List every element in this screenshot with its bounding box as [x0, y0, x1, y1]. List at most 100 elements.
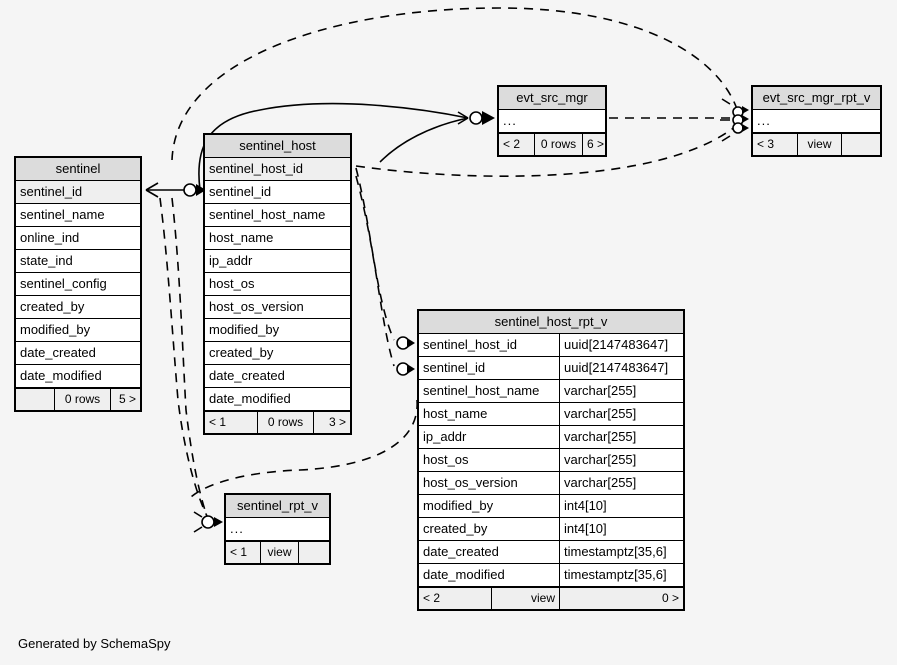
table-row[interactable]: date_created	[205, 365, 350, 388]
table-row[interactable]: date_modified	[205, 388, 350, 410]
table-row[interactable]: ...	[226, 518, 329, 540]
column-type: timestamptz[35,6]	[559, 541, 683, 563]
column-name: ip_addr	[209, 253, 253, 268]
column-name: host_name	[423, 406, 488, 421]
column-list: sentinel_id sentinel_name online_ind sta…	[16, 181, 140, 387]
column-name: date_modified	[20, 368, 102, 383]
table-footer: < 2 view 0 >	[419, 586, 683, 609]
table-row[interactable]: sentinel_host_name	[205, 204, 350, 227]
column-name: modified_by	[20, 322, 91, 337]
column-name: date_created	[20, 345, 96, 360]
column-list: ...	[226, 518, 329, 540]
table-row[interactable]: sentinel_id	[205, 181, 350, 204]
table-sentinel[interactable]: sentinel sentinel_id sentinel_name onlin…	[14, 156, 142, 412]
table-row[interactable]: host_os_version varchar[255]	[419, 472, 683, 495]
table-row[interactable]: created_by	[16, 296, 140, 319]
table-evt-src-mgr[interactable]: evt_src_mgr ... < 2 0 rows 6 >	[497, 85, 607, 157]
table-row[interactable]: date_modified	[16, 365, 140, 387]
column-type: varchar[255]	[559, 403, 683, 425]
table-row[interactable]: date_created timestamptz[35,6]	[419, 541, 683, 564]
column-list: ...	[753, 110, 880, 132]
table-row[interactable]: sentinel_host_name varchar[255]	[419, 380, 683, 403]
footer-parent-count[interactable]: < 2	[503, 137, 521, 151]
table-sentinel-host[interactable]: sentinel_host sentinel_host_id sentinel_…	[203, 133, 352, 435]
table-row[interactable]: modified_by	[205, 319, 350, 342]
column-name: sentinel_host_id	[423, 337, 517, 352]
footer-child-count[interactable]	[298, 542, 329, 563]
table-row[interactable]: modified_by	[16, 319, 140, 342]
column-name: host_os	[209, 276, 255, 291]
table-title: sentinel_rpt_v	[226, 495, 329, 518]
column-name: sentinel_name	[20, 207, 105, 222]
optional-marker-evt-src-mgr	[469, 111, 483, 125]
table-footer: 0 rows 5 >	[16, 387, 140, 410]
table-title: sentinel	[16, 158, 140, 181]
footer-parent-count[interactable]	[16, 389, 54, 410]
column-name: date_created	[209, 368, 285, 383]
column-name: host_name	[209, 230, 274, 245]
table-row[interactable]: created_by int4[10]	[419, 518, 683, 541]
crowfoot-sentinel-rpt-v	[193, 511, 203, 533]
column-name: ...	[230, 521, 244, 536]
footer-parent-count[interactable]: < 1	[209, 415, 227, 429]
table-row[interactable]: modified_by int4[10]	[419, 495, 683, 518]
table-row[interactable]: sentinel_id	[16, 181, 140, 204]
column-name: ...	[503, 113, 517, 128]
footer-view-label: view	[491, 588, 559, 609]
table-footer: < 1 0 rows 3 >	[205, 410, 350, 433]
table-sentinel-host-rpt-v[interactable]: sentinel_host_rpt_v sentinel_host_id uui…	[417, 309, 685, 611]
footer-child-count[interactable]: 5 >	[110, 389, 140, 410]
crowfoot-sentinel-left	[145, 182, 159, 198]
table-title: evt_src_mgr_rpt_v	[753, 87, 880, 110]
column-type: int4[10]	[559, 495, 683, 517]
table-row[interactable]: created_by	[205, 342, 350, 365]
footer-row-count: 0 rows	[54, 389, 110, 410]
footer-parent-count[interactable]: < 1	[230, 545, 248, 559]
table-row[interactable]: host_os varchar[255]	[419, 449, 683, 472]
table-row[interactable]: sentinel_id uuid[2147483647]	[419, 357, 683, 380]
table-sentinel-rpt-v[interactable]: sentinel_rpt_v ... < 1 view	[224, 493, 331, 565]
table-row[interactable]: sentinel_config	[16, 273, 140, 296]
column-list: ...	[499, 110, 605, 132]
table-row[interactable]: host_name	[205, 227, 350, 250]
table-row[interactable]: sentinel_host_id uuid[2147483647]	[419, 334, 683, 357]
footer-child-count[interactable]: 0 >	[559, 588, 683, 609]
footer-child-count[interactable]: 3 >	[313, 412, 350, 433]
crowfoot-evt-src-mgr	[457, 111, 469, 125]
footer-parent-count[interactable]: < 3	[757, 137, 775, 151]
footer-parent-count[interactable]: < 2	[423, 591, 441, 605]
table-row[interactable]: sentinel_host_id	[205, 158, 350, 181]
column-name: sentinel_id	[423, 360, 486, 375]
table-row[interactable]: ...	[499, 110, 605, 132]
table-evt-src-mgr-rpt-v[interactable]: evt_src_mgr_rpt_v ... < 3 view	[751, 85, 882, 157]
column-name: ...	[757, 113, 771, 128]
column-list: sentinel_host_id sentinel_id sentinel_ho…	[205, 158, 350, 410]
column-type: varchar[255]	[559, 472, 683, 494]
optional-marker-sentinel-host	[183, 183, 197, 197]
column-name: created_by	[209, 345, 274, 360]
table-row[interactable]: state_ind	[16, 250, 140, 273]
edge-sentinel-to-sentinel-rpt-v-1	[159, 197, 209, 519]
footer-view-label: view	[797, 134, 841, 155]
optional-marker-rpt-v-a	[732, 106, 744, 118]
table-row[interactable]: online_ind	[16, 227, 140, 250]
column-name: online_ind	[20, 230, 80, 245]
table-row[interactable]: ip_addr	[205, 250, 350, 273]
column-name: sentinel_host_name	[209, 207, 326, 222]
footer-child-count[interactable]	[841, 134, 880, 155]
table-row[interactable]: host_os	[205, 273, 350, 296]
table-row[interactable]: host_os_version	[205, 296, 350, 319]
table-row[interactable]: date_created	[16, 342, 140, 365]
table-row[interactable]: sentinel_name	[16, 204, 140, 227]
table-row[interactable]: ...	[753, 110, 880, 132]
table-title: sentinel_host	[205, 135, 350, 158]
table-row[interactable]: ip_addr varchar[255]	[419, 426, 683, 449]
edge-sentinel-host-to-host-rpt-v-1	[355, 167, 395, 341]
column-name: host_os_version	[423, 475, 518, 490]
column-name: modified_by	[423, 498, 494, 513]
table-row[interactable]: date_modified timestamptz[35,6]	[419, 564, 683, 586]
footer-child-count[interactable]: 6 >	[582, 134, 605, 155]
footer-row-count: 0 rows	[257, 412, 313, 433]
table-row[interactable]: host_name varchar[255]	[419, 403, 683, 426]
